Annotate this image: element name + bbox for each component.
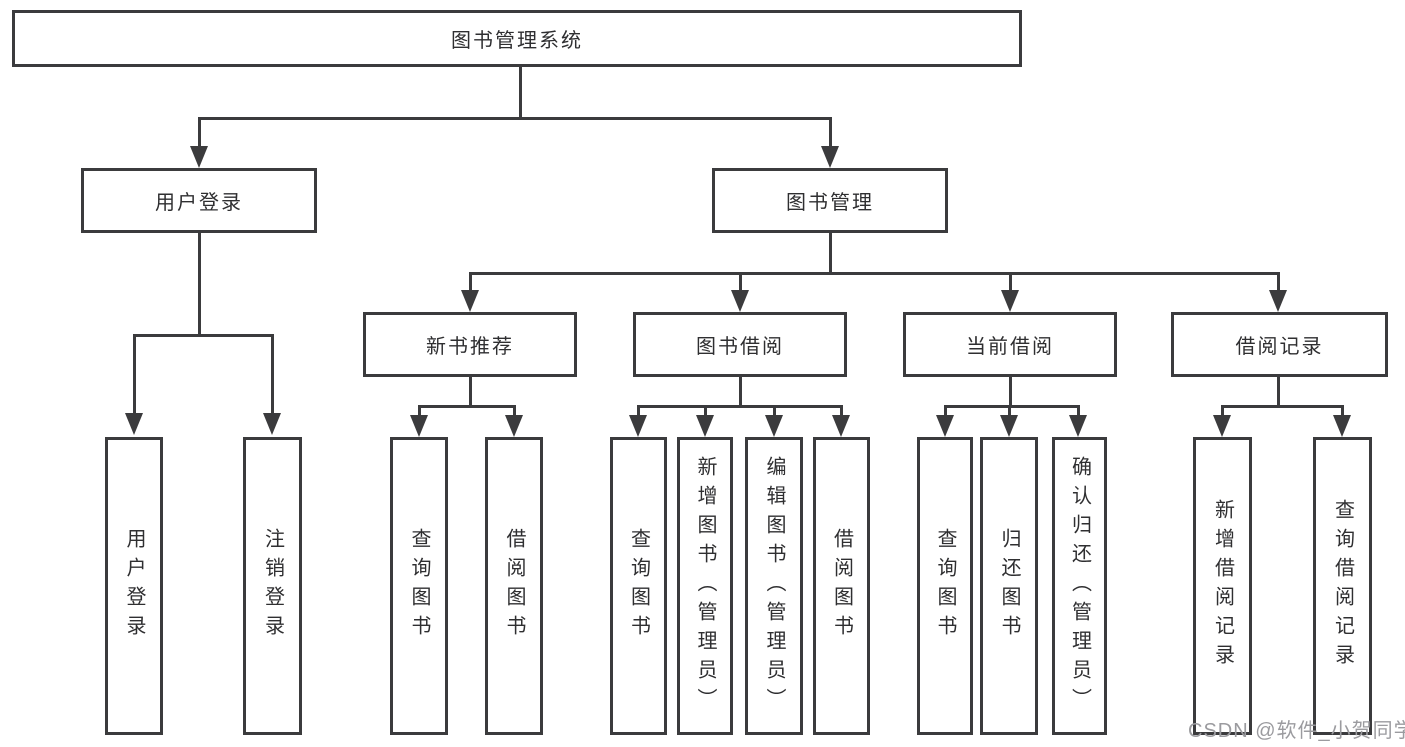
arrowhead-down-icon <box>765 415 783 437</box>
edge-leaf-drop <box>637 405 640 417</box>
arrowhead-down-icon <box>505 415 523 437</box>
leaf-user-login: 用户登录 <box>105 437 163 735</box>
edge-user-login-rail <box>133 334 274 337</box>
edge-to-book-management <box>829 118 832 148</box>
arrowhead-down-icon <box>1269 290 1287 312</box>
leaf-query-books-borrow: 查询图书 <box>610 437 667 735</box>
edge-book-management-stem <box>829 233 832 273</box>
arrowhead-down-icon <box>1001 290 1019 312</box>
edge-root-rail <box>198 117 832 120</box>
edge-leaf-drop <box>773 405 776 417</box>
edge-to-user-login <box>198 118 201 148</box>
edge-leaf-drop <box>1008 405 1011 417</box>
arrowhead-down-icon <box>1213 415 1231 437</box>
leaf-borrow-books-borrow: 借阅图书 <box>813 437 870 735</box>
node-label: 图书借阅 <box>696 336 784 358</box>
leaf-label: 用户登录 <box>123 528 145 644</box>
node-book-management: 图书管理 <box>712 168 948 233</box>
leaf-label: 查询图书 <box>627 528 650 644</box>
node-user-login: 用户登录 <box>81 168 317 233</box>
edge-root-stem <box>519 67 522 118</box>
edge-book-borrowing-stem <box>739 377 742 406</box>
leaf-edit-books-admin: 编辑图书（管理员） <box>745 437 803 735</box>
edge-borrowing-records-rail <box>1221 405 1344 408</box>
edge-leaf-drop <box>840 405 843 417</box>
edge-to-book-borrowing <box>739 272 742 292</box>
leaf-label: 新增借阅记录 <box>1211 499 1234 673</box>
leaf-label: 借阅图书 <box>830 528 853 644</box>
edge-new-book-rail <box>418 405 516 408</box>
leaf-query-books-current: 查询图书 <box>917 437 973 735</box>
node-label: 借阅记录 <box>1235 336 1324 358</box>
edge-user-login-stem <box>198 233 201 335</box>
arrowhead-down-icon <box>1000 415 1018 437</box>
watermark-csdn: CSDN @软件_小贺同学 <box>1188 720 1405 742</box>
edge-leaf-drop <box>418 405 421 417</box>
edge-to-leaf-user-login <box>133 334 136 415</box>
leaf-confirm-return-admin: 确认归还（管理员） <box>1052 437 1107 735</box>
edge-to-leaf-logout <box>271 334 274 415</box>
edge-leaf-drop <box>1221 405 1224 417</box>
arrowhead-down-icon <box>461 290 479 312</box>
edge-leaf-drop <box>704 405 707 417</box>
leaf-label: 编辑图书（管理员） <box>763 455 785 717</box>
leaf-add-borrow-record: 新增借阅记录 <box>1193 437 1252 735</box>
leaf-return-books: 归还图书 <box>980 437 1038 735</box>
edge-book-borrowing-rail <box>637 405 843 408</box>
node-library-management-system: 图书管理系统 <box>12 10 1022 67</box>
leaf-label: 确认归还（管理员） <box>1068 455 1091 717</box>
leaf-borrow-books-recommend: 借阅图书 <box>485 437 543 735</box>
arrowhead-down-icon <box>821 146 839 168</box>
leaf-label: 注销登录 <box>261 528 284 644</box>
edge-to-new-book-recommendation <box>469 272 472 292</box>
arrowhead-down-icon <box>190 146 208 168</box>
edge-leaf-drop <box>1077 405 1080 417</box>
edge-leaf-drop <box>1341 405 1344 417</box>
node-label: 图书管理 <box>786 192 874 214</box>
node-label: 当前借阅 <box>966 336 1054 358</box>
arrowhead-down-icon <box>263 413 281 435</box>
edge-leaf-drop <box>944 405 947 417</box>
edge-to-borrowing-records <box>1277 272 1280 292</box>
leaf-label: 查询图书 <box>934 528 956 644</box>
edge-current-borrowing-rail <box>944 405 1080 408</box>
leaf-label: 查询借阅记录 <box>1331 499 1354 673</box>
arrowhead-down-icon <box>936 415 954 437</box>
leaf-label: 查询图书 <box>408 528 430 644</box>
arrowhead-down-icon <box>125 413 143 435</box>
edge-leaf-drop <box>513 405 516 417</box>
edge-borrowing-records-stem <box>1277 377 1280 406</box>
edge-new-book-stem <box>469 377 472 406</box>
leaf-label: 归还图书 <box>998 528 1020 644</box>
arrowhead-down-icon <box>832 415 850 437</box>
edge-current-borrowing-stem <box>1009 377 1012 406</box>
arrowhead-down-icon <box>410 415 428 437</box>
arrowhead-down-icon <box>696 415 714 437</box>
leaf-query-books-recommend: 查询图书 <box>390 437 448 735</box>
leaf-logout: 注销登录 <box>243 437 302 735</box>
node-label: 图书管理系统 <box>451 30 583 52</box>
leaf-add-books-admin: 新增图书（管理员） <box>677 437 733 735</box>
leaf-label: 新增图书（管理员） <box>694 455 716 717</box>
arrowhead-down-icon <box>1333 415 1351 437</box>
arrowhead-down-icon <box>731 290 749 312</box>
leaf-query-borrow-record: 查询借阅记录 <box>1313 437 1372 735</box>
node-book-borrowing: 图书借阅 <box>633 312 847 377</box>
arrowhead-down-icon <box>1069 415 1087 437</box>
node-borrowing-records: 借阅记录 <box>1171 312 1388 377</box>
leaf-label: 借阅图书 <box>503 528 525 644</box>
node-new-book-recommendation: 新书推荐 <box>363 312 577 377</box>
edge-to-current-borrowing <box>1009 272 1012 292</box>
edge-book-management-rail <box>469 272 1280 275</box>
node-label: 新书推荐 <box>426 336 514 358</box>
arrowhead-down-icon <box>629 415 647 437</box>
node-label: 用户登录 <box>155 192 243 214</box>
node-current-borrowing: 当前借阅 <box>903 312 1117 377</box>
